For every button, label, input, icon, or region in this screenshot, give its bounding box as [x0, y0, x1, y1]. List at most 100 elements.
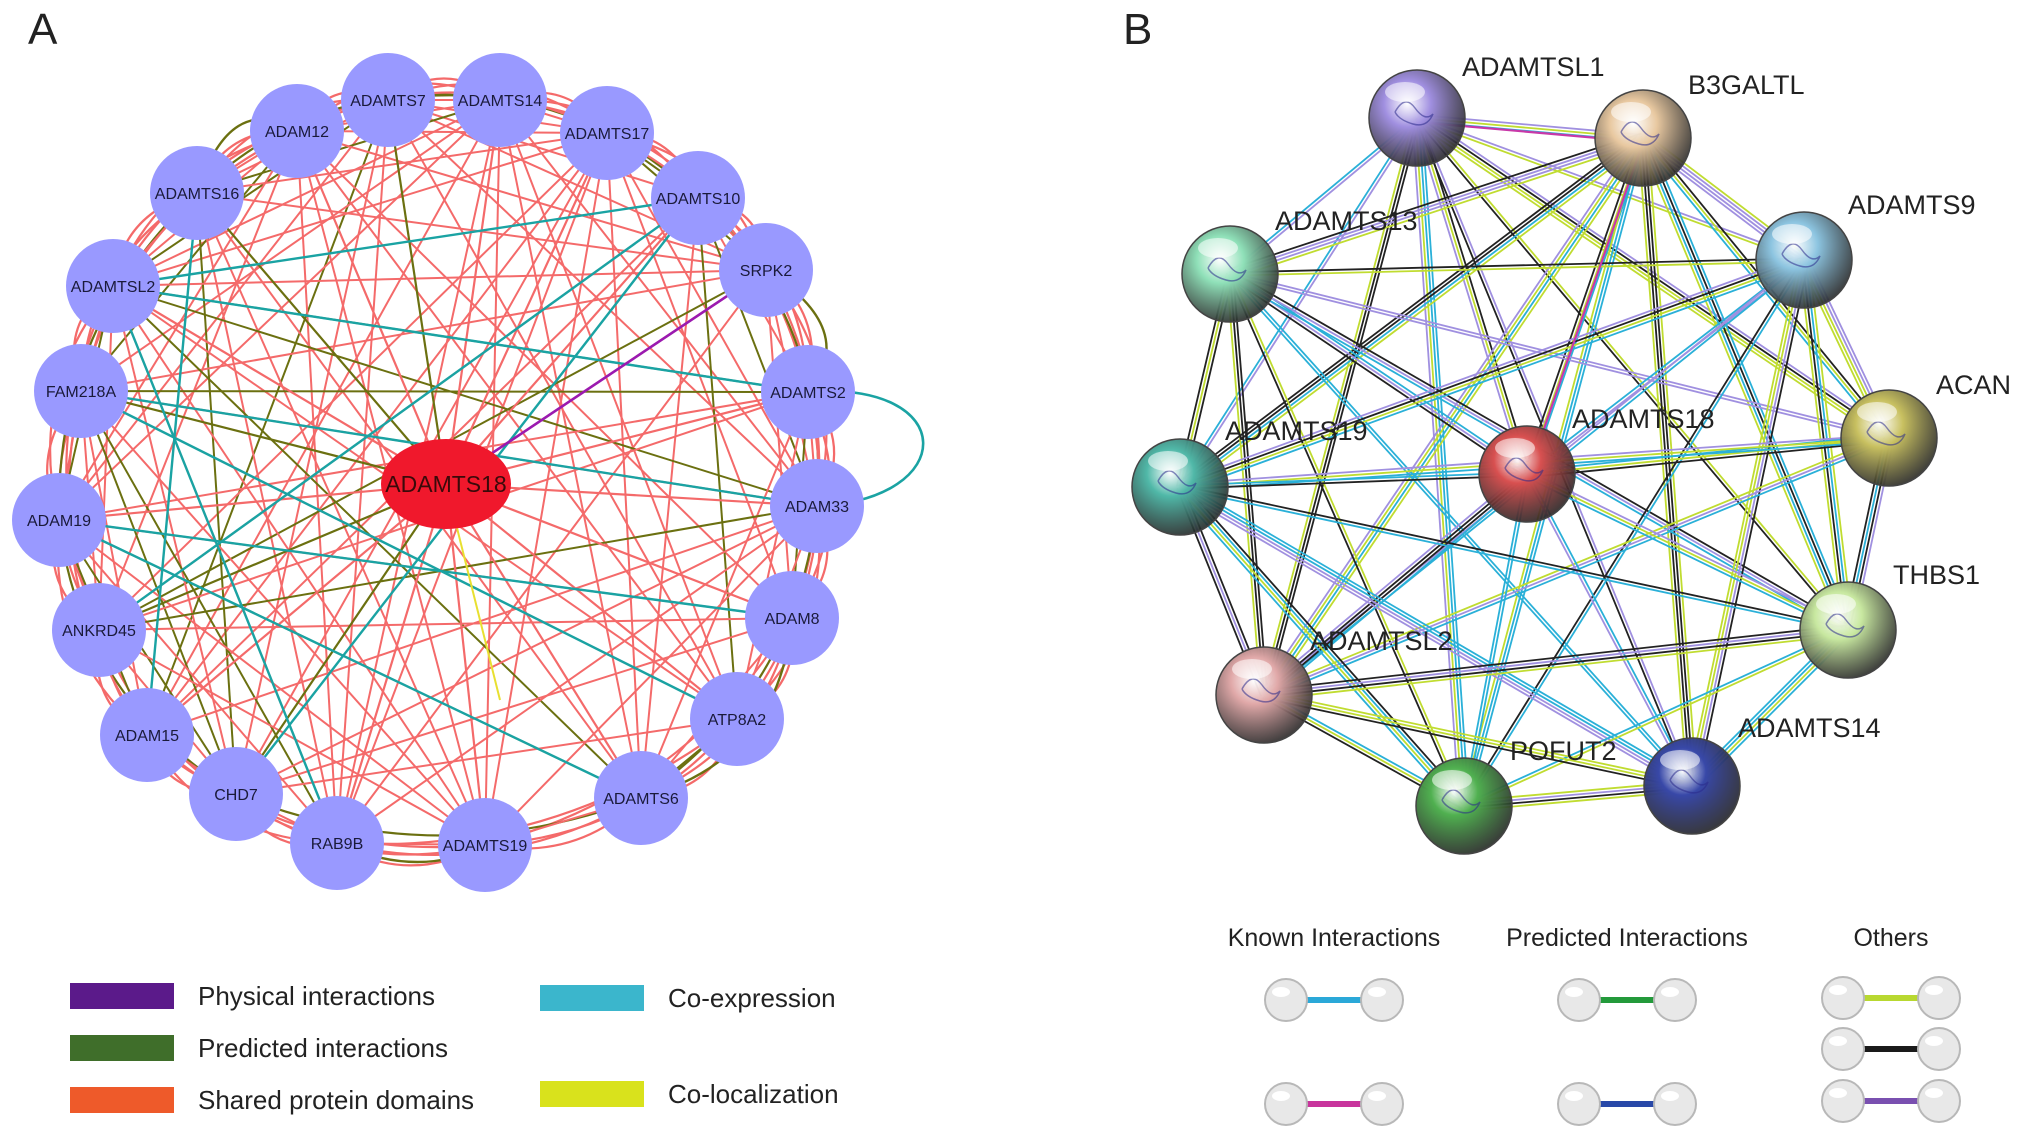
node-label: ADAMTSL1 [1462, 52, 1605, 82]
node-adamts18[interactable]: ADAMTS18 [1478, 404, 1715, 523]
edge-line [1178, 136, 1643, 487]
edge-chord [640, 391, 809, 799]
edge-line [1411, 118, 1461, 807]
sphere-highlight [1432, 770, 1472, 790]
edge-line [1526, 137, 1644, 475]
edge-line [1640, 138, 1848, 631]
node-adamtsl2[interactable]: ADAMTSL2 [66, 239, 160, 333]
edge-line [1227, 274, 1464, 808]
node-label: ADAMTS10 [656, 191, 741, 208]
edge-line [1260, 469, 1525, 693]
node-adamts19[interactable]: ADAMTS19 [438, 798, 532, 892]
node-circle [560, 86, 654, 180]
legend-ball [1360, 1082, 1404, 1126]
edge-center [335, 483, 448, 844]
node-adamts9[interactable]: ADAMTS9 [1755, 190, 1976, 309]
node-adamtsl2[interactable]: ADAMTSL2 [1215, 626, 1453, 744]
edge-line [1526, 473, 1849, 631]
edge-arc [235, 792, 642, 837]
legend-ball [1917, 1079, 1961, 1123]
protein-structure-icon [1825, 613, 1865, 638]
legend-pair [1557, 978, 1697, 1022]
node-srpk2[interactable]: SRPK2 [719, 223, 813, 317]
node-center-adamts18[interactable]: ADAMTS18 [381, 439, 511, 529]
node-adamts16[interactable]: ADAMTS16 [150, 146, 244, 240]
node-adamts14[interactable]: ADAMTS14 [1643, 713, 1881, 835]
edge-coexpression [58, 518, 642, 800]
legend-header-known-interactions: Known Interactions [1228, 924, 1441, 952]
node-adamts13[interactable]: ADAMTS13 [1181, 206, 1418, 323]
legend-pair [1821, 976, 1961, 1020]
node-circle [770, 459, 864, 553]
edge-line [1228, 274, 1692, 788]
node-label: ADAM15 [115, 728, 179, 745]
node-adamts14[interactable]: ADAMTS14 [453, 53, 547, 147]
sphere-highlight [1772, 224, 1812, 244]
edge-chord [112, 285, 486, 846]
protein-structure-icon [1620, 121, 1660, 146]
node-b3galtl[interactable]: B3GALTL [1594, 70, 1805, 187]
edge-line [1464, 260, 1807, 808]
node-pofut2[interactable]: POFUT2 [1415, 736, 1617, 855]
node-circle [150, 146, 244, 240]
legend-label: Co-localization [668, 1079, 839, 1109]
edge-chord [499, 99, 642, 799]
node-label: THBS1 [1893, 560, 1980, 590]
edge-line [1414, 118, 1464, 807]
node-thbs1[interactable]: THBS1 [1799, 560, 1980, 679]
edge-line [1180, 484, 1849, 630]
node-adam33[interactable]: ADAM33 [770, 459, 864, 553]
node-label: ADAM19 [27, 513, 91, 530]
edge-line [1263, 627, 1848, 695]
legend-ball-highlight [1565, 1091, 1583, 1101]
edge-line [1464, 474, 1530, 807]
edge-line [1527, 472, 1695, 786]
edge-line [1640, 138, 1692, 787]
node-adamts6[interactable]: ADAMTS6 [594, 751, 688, 845]
node-label: ANKRD45 [62, 623, 136, 640]
node-circle [189, 747, 283, 841]
node-atp8a2[interactable]: ATP8A2 [690, 672, 784, 766]
edge-chord [697, 197, 818, 507]
edge-line [1225, 274, 1262, 696]
node-adamts2[interactable]: ADAMTS2 [761, 345, 855, 439]
edge-coexpression [58, 518, 793, 620]
edge-center [444, 99, 502, 485]
node-circle [651, 151, 745, 245]
legend-ball [1821, 1027, 1865, 1071]
protein-structure-icon [1441, 789, 1481, 814]
legend-item-shared-protein-domains: Shared protein domains [70, 1085, 474, 1115]
edge-line [1646, 137, 1698, 786]
legend-ball-highlight [1829, 1088, 1847, 1098]
node-adamts17[interactable]: ADAMTS17 [560, 86, 654, 180]
node-label: ADAMTS6 [603, 791, 679, 808]
legend-ball [1821, 976, 1865, 1020]
node-adamts19[interactable]: ADAMTS19 [1131, 416, 1368, 536]
node-adamtsl1[interactable]: ADAMTSL1 [1368, 52, 1605, 167]
edge-line [1264, 474, 1529, 697]
legend-ball-highlight [1829, 1036, 1847, 1046]
node-rab9b[interactable]: RAB9B [290, 796, 384, 890]
center-label: ADAMTS18 [385, 471, 506, 497]
node-acan[interactable]: ACAN [1840, 370, 2011, 487]
node-adam19[interactable]: ADAM19 [12, 473, 106, 567]
sphere-highlight [1660, 750, 1700, 770]
edge-center [146, 483, 447, 736]
node-ankrd45[interactable]: ANKRD45 [52, 583, 146, 677]
edge-chord [80, 390, 237, 795]
node-fam218a[interactable]: FAM218A [34, 344, 128, 438]
protein-structure-icon [1157, 470, 1197, 495]
legend-ball-highlight [1661, 1091, 1679, 1101]
node-adamts7[interactable]: ADAMTS7 [341, 53, 435, 147]
node-chd7[interactable]: CHD7 [189, 747, 283, 841]
node-adamts10[interactable]: ADAMTS10 [651, 151, 745, 245]
legend-ball-highlight [1272, 987, 1290, 997]
protein-structure-icon [1866, 421, 1906, 446]
node-adam12[interactable]: ADAM12 [250, 84, 344, 178]
node-adam15[interactable]: ADAM15 [100, 688, 194, 782]
edge-line [1180, 260, 1805, 490]
node-adam8[interactable]: ADAM8 [745, 571, 839, 665]
edge-chord [80, 390, 338, 844]
